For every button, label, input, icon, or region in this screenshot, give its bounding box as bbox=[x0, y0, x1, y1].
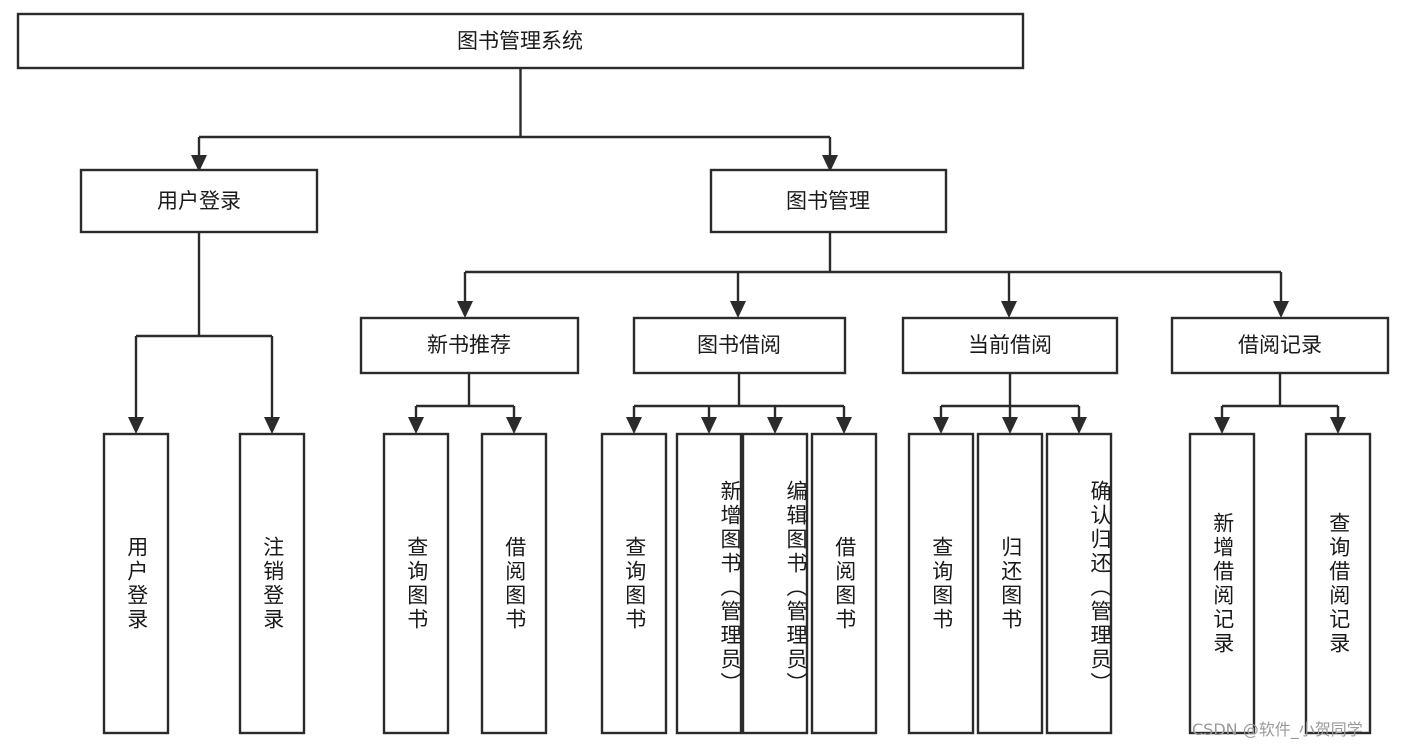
node-box-leaf-borrow-book-2[interactable] bbox=[810, 432, 878, 735]
connector-group-new-book-recommend bbox=[408, 373, 522, 434]
connector-group-borrow-record bbox=[1214, 373, 1346, 434]
connector-group-root bbox=[191, 68, 838, 172]
label-book-management: 图书管理 bbox=[786, 189, 870, 213]
label-leaf-query-book-1: 查询图书 bbox=[404, 535, 429, 632]
node-box-leaf-add-book[interactable] bbox=[675, 432, 743, 735]
node-box-leaf-edit-book[interactable] bbox=[741, 432, 809, 735]
node-box-leaf-confirm-return[interactable] bbox=[1045, 432, 1113, 735]
label-leaf-query-book-3: 查询图书 bbox=[929, 535, 954, 632]
label-leaf-query-record: 查询借阅记录 bbox=[1326, 511, 1351, 656]
arrow-head-leaf-logout-login bbox=[264, 417, 280, 434]
node-box-leaf-query-book-1[interactable] bbox=[382, 432, 450, 735]
arrow-head-leaf-query-book-2 bbox=[626, 417, 642, 434]
arrow-head-leaf-edit-book bbox=[767, 417, 783, 434]
node-box-user-login[interactable] bbox=[79, 168, 319, 234]
node-box-root[interactable] bbox=[16, 12, 1025, 70]
arrow-head-leaf-return-book bbox=[1002, 417, 1018, 434]
label-leaf-confirm-return: 确认归还（管理员） bbox=[1088, 479, 1112, 696]
label-leaf-query-book-2: 查询图书 bbox=[622, 535, 647, 632]
connector-group-user-login bbox=[128, 232, 280, 434]
arrow-head-leaf-add-book bbox=[701, 417, 717, 434]
label-leaf-user-login: 用户登录 bbox=[124, 535, 149, 632]
arrow-head-leaf-borrow-book-2 bbox=[836, 417, 852, 434]
arrow-head-book-management bbox=[822, 155, 838, 172]
arrow-head-leaf-confirm-return bbox=[1071, 417, 1087, 434]
connector-group-book-borrow bbox=[626, 373, 852, 434]
arrow-head-user-login bbox=[191, 155, 207, 172]
arrow-head-book-borrow bbox=[730, 301, 746, 318]
arrow-head-leaf-query-book-3 bbox=[933, 417, 949, 434]
connector-group-book-management bbox=[457, 232, 1289, 318]
label-leaf-edit-book: 编辑图书（管理员） bbox=[784, 479, 808, 696]
node-box-leaf-logout-login[interactable] bbox=[238, 432, 306, 735]
node-box-new-book-recommend[interactable] bbox=[359, 316, 580, 375]
arrow-head-leaf-borrow-book-1 bbox=[506, 417, 522, 434]
node-box-leaf-query-book-2[interactable] bbox=[600, 432, 668, 735]
arrow-head-leaf-user-login bbox=[128, 417, 144, 434]
label-leaf-borrow-book-1: 借阅图书 bbox=[502, 535, 527, 632]
node-box-leaf-query-record[interactable] bbox=[1304, 432, 1372, 735]
label-root: 图书管理系统 bbox=[457, 29, 583, 53]
arrow-head-leaf-query-record bbox=[1330, 417, 1346, 434]
arrow-head-current-borrow bbox=[1001, 301, 1017, 318]
label-book-borrow: 图书借阅 bbox=[697, 333, 781, 357]
label-leaf-return-book: 归还图书 bbox=[998, 535, 1023, 632]
node-box-leaf-borrow-book-1[interactable] bbox=[480, 432, 548, 735]
node-box-borrow-record[interactable] bbox=[1170, 316, 1390, 375]
label-new-book-recommend: 新书推荐 bbox=[427, 333, 511, 357]
node-box-leaf-return-book[interactable] bbox=[976, 432, 1044, 735]
label-leaf-add-record: 新增借阅记录 bbox=[1210, 511, 1235, 656]
node-box-current-borrow[interactable] bbox=[901, 316, 1119, 375]
arrow-head-borrow-record bbox=[1273, 301, 1289, 318]
node-box-book-borrow[interactable] bbox=[632, 316, 847, 375]
node-box-leaf-user-login[interactable] bbox=[102, 432, 170, 735]
arrow-head-leaf-add-record bbox=[1214, 417, 1230, 434]
label-leaf-add-book: 新增图书（管理员） bbox=[718, 479, 742, 696]
node-box-leaf-add-record[interactable] bbox=[1188, 432, 1256, 735]
arrow-head-leaf-query-book-1 bbox=[408, 417, 424, 434]
watermark-text: CSDN @软件_小贺同学 bbox=[1192, 720, 1363, 739]
label-borrow-record: 借阅记录 bbox=[1238, 333, 1322, 357]
label-leaf-borrow-book-2: 借阅图书 bbox=[832, 535, 857, 632]
label-current-borrow: 当前借阅 bbox=[968, 333, 1052, 357]
node-box-leaf-query-book-3[interactable] bbox=[907, 432, 975, 735]
label-user-login: 用户登录 bbox=[157, 189, 241, 213]
connector-group-current-borrow bbox=[933, 373, 1087, 434]
label-leaf-logout-login: 注销登录 bbox=[260, 535, 285, 632]
arrow-head-new-book-recommend bbox=[457, 301, 473, 318]
node-box-book-management[interactable] bbox=[709, 168, 948, 234]
